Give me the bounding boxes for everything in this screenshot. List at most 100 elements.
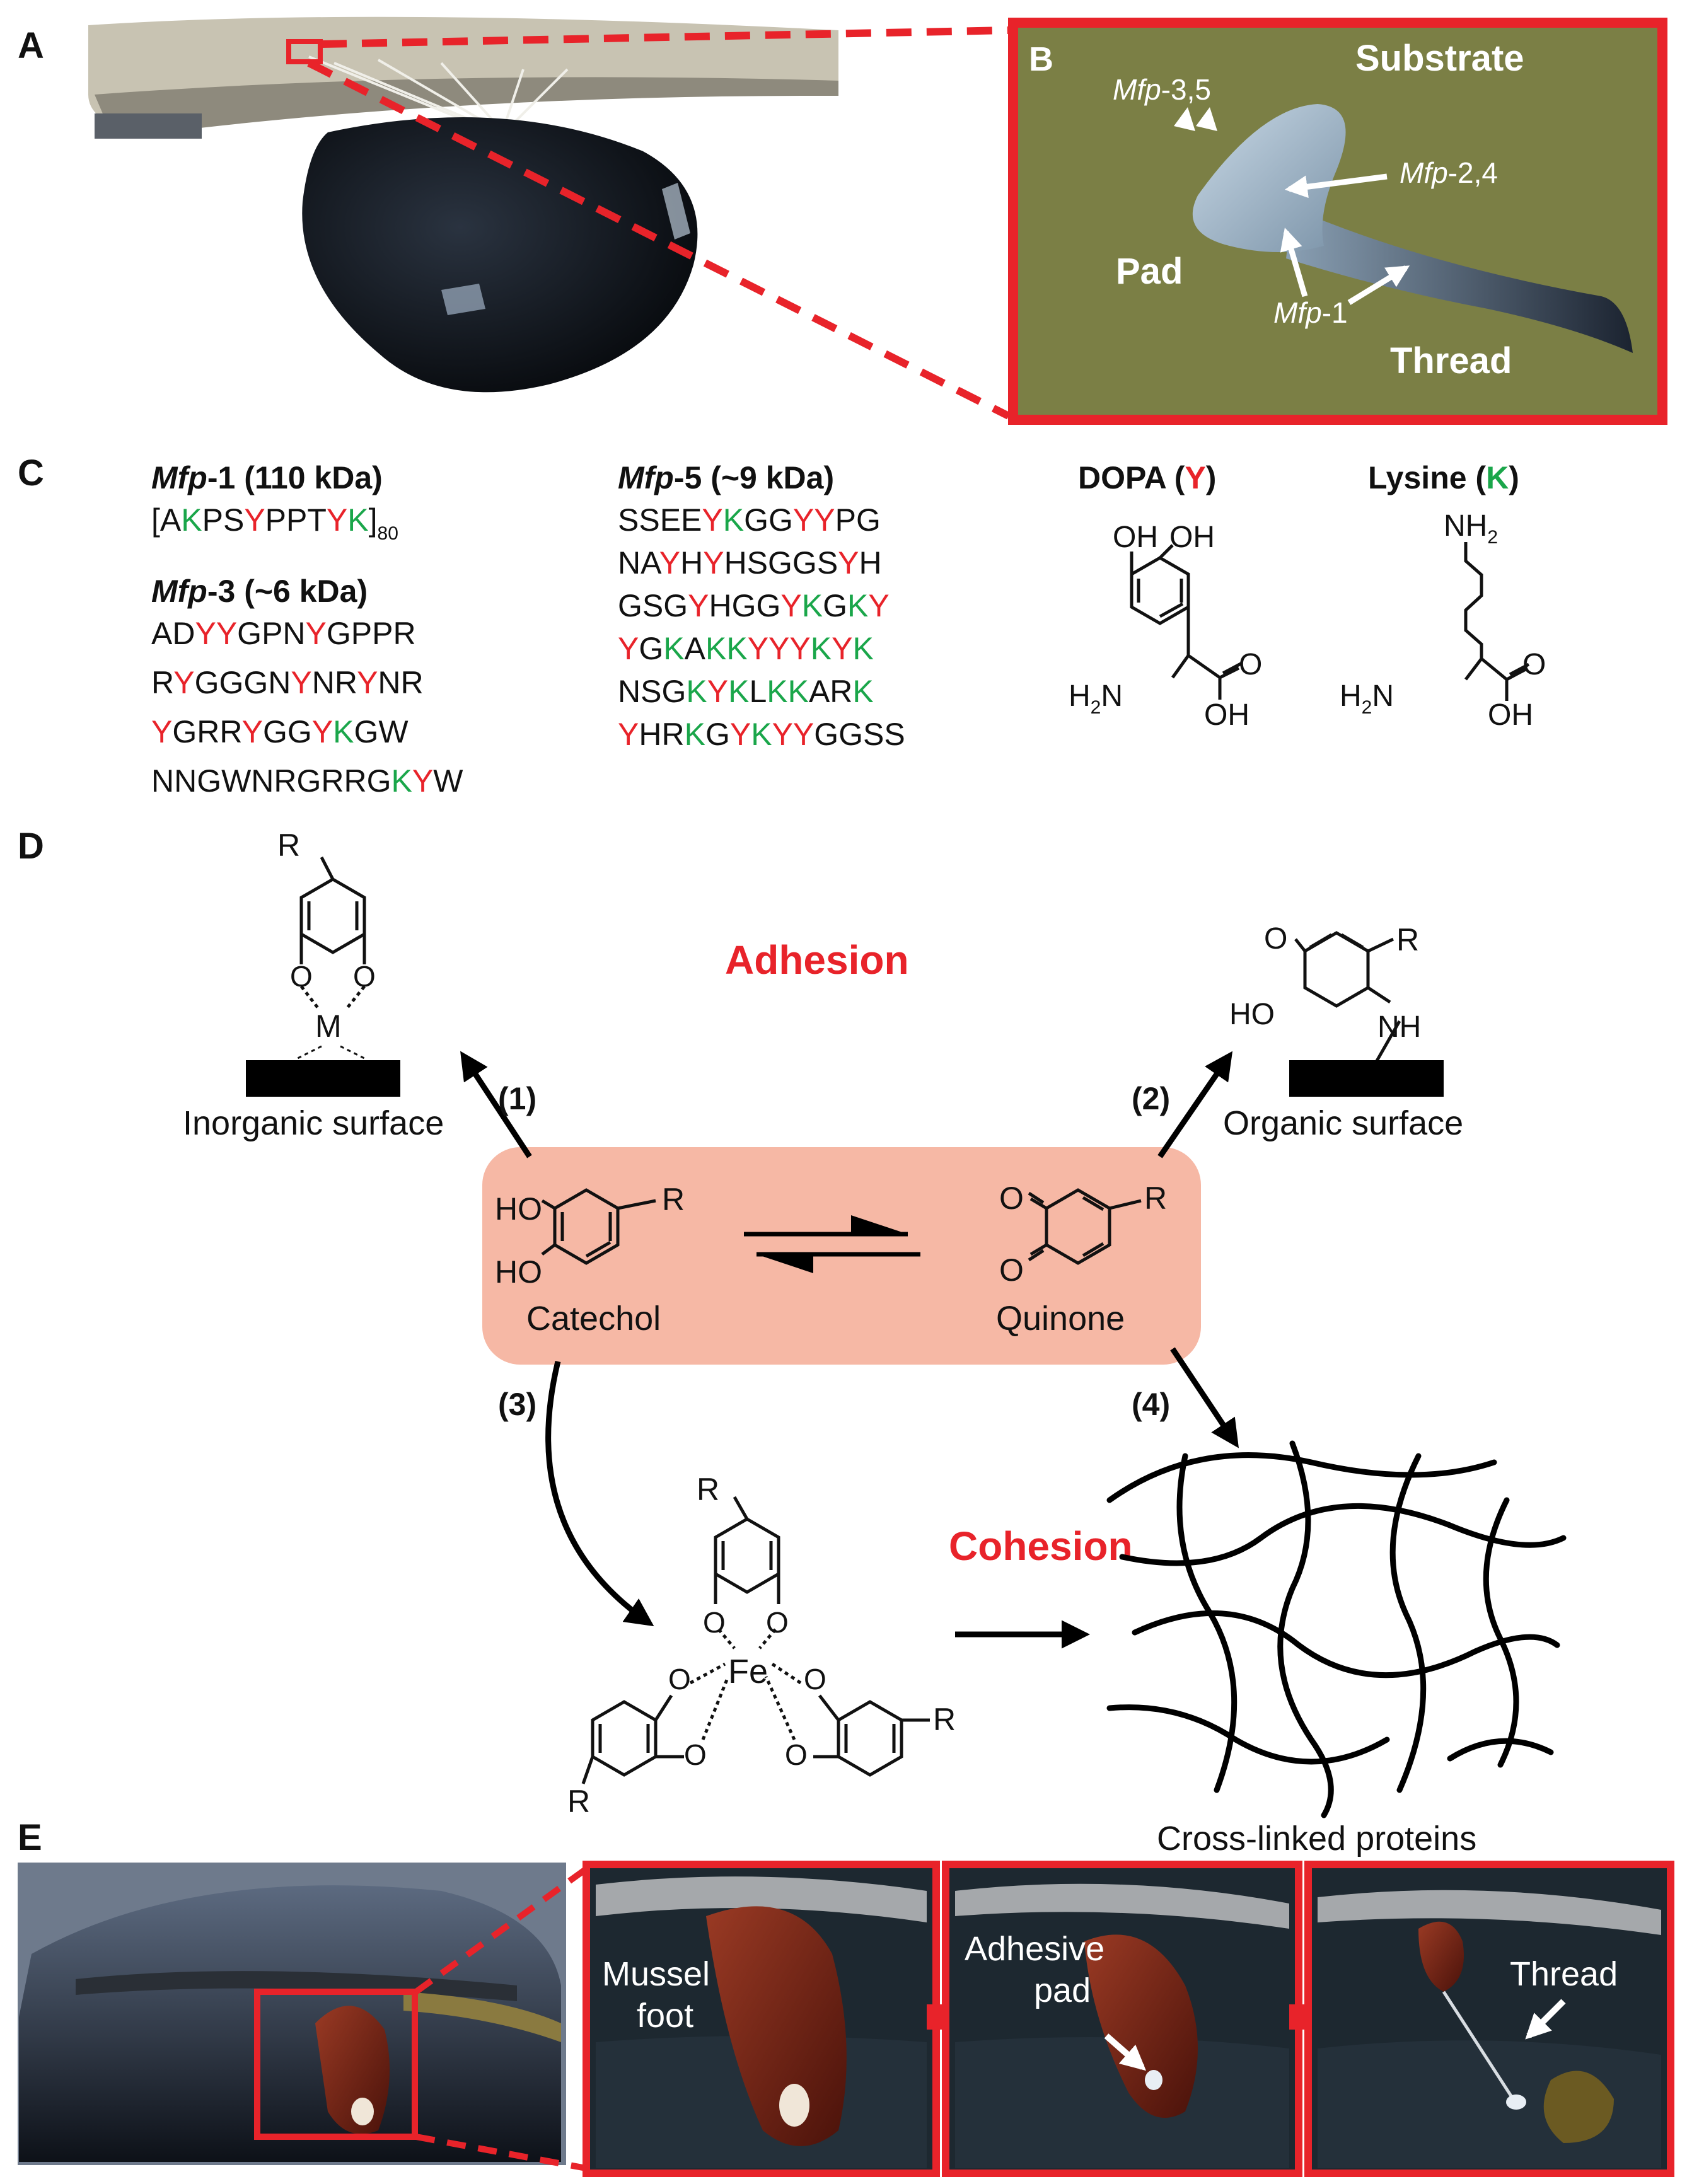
catechol-structure: [541, 1188, 656, 1265]
inorganic-complex: [296, 856, 366, 1060]
fe-o-top-left: O: [703, 1606, 726, 1639]
fe-atom: Fe: [728, 1653, 768, 1690]
zoom-line-top: [321, 26, 1009, 48]
quinone-o-1: O: [999, 1181, 1024, 1216]
adhesion-label: Adhesion: [725, 937, 909, 983]
mfp5-title: Mfp-5 (~9 kDa): [618, 460, 834, 495]
panel-a: A: [18, 16, 1011, 420]
mussel-shell: [302, 117, 698, 393]
crosslinked-network: [1106, 1440, 1567, 1818]
organic-surface-bar: [1289, 1060, 1444, 1097]
zoom-box-a: [286, 39, 323, 64]
organic-surface-label: Organic surface: [1223, 1104, 1463, 1142]
dopa-structure: [1130, 544, 1243, 700]
panel-b: B Substrate Pad Thread Mfp-3,5 Mfp-2,4 M…: [1008, 18, 1667, 425]
mfp5-sequence-row: SSEEYKGGYYPG: [618, 502, 881, 538]
thread-photo-label: Thread: [1510, 1955, 1618, 1993]
mfp3-sequence-row: ADYYGPNYGPPR: [151, 616, 416, 651]
mfp1-arrow-thread: [1347, 265, 1410, 305]
quinone-label: Quinone: [996, 1300, 1125, 1338]
lysine-amine: H2N: [1340, 679, 1394, 718]
mfp5-sequence-row: NAYHYHSGGSYH: [618, 545, 882, 581]
arrow-step-1: [460, 1051, 532, 1158]
shell-highlight-2: [662, 183, 690, 240]
inorganic-o-left: O: [290, 960, 313, 993]
mfp1-title: Mfp-1 (110 kDa): [151, 460, 383, 495]
panel-c-label: C: [18, 453, 44, 494]
organic-ho: HO: [1229, 998, 1275, 1031]
arrow-step-3: [545, 1360, 654, 1627]
dopa-oh-1: OH: [1113, 521, 1158, 554]
fe-r-left: R: [567, 1784, 590, 1819]
arrow-step-2: [1157, 1051, 1233, 1158]
byssal-threads: [308, 55, 569, 127]
shell-highlight: [441, 284, 485, 315]
mfp5-sequence-row: YHRKGYKYYGGSS: [618, 717, 905, 752]
equilibrium-arrows: [744, 1215, 920, 1273]
mfp1-arrow-up: [1280, 228, 1308, 298]
mfp3-title: Mfp-3 (~6 kDa): [151, 574, 368, 609]
inorganic-surface-label: Inorganic surface: [183, 1104, 444, 1142]
fe-r-top: R: [697, 1472, 719, 1507]
step-2-label: (2): [1132, 1081, 1170, 1116]
mfp3-sequence-row: NNGWNRGRRGKYW: [151, 763, 463, 799]
dopa-acid-oh: OH: [1204, 698, 1249, 732]
lysine-title: Lysine (K): [1368, 460, 1519, 495]
panel-d-label: D: [18, 826, 44, 867]
catechol-r: R: [662, 1182, 685, 1217]
catechol-ho-1: HO: [495, 1191, 542, 1227]
fe-o-right-1: O: [804, 1663, 826, 1696]
panel-a-label: A: [18, 25, 44, 66]
fe-r-right: R: [933, 1702, 956, 1737]
catechol-label: Catechol: [526, 1300, 661, 1338]
mfp5-sequence-row: GSGYHGGYKGKY: [618, 588, 890, 623]
lysine-acid-oh: OH: [1488, 698, 1533, 732]
cohesion-label: Cohesion: [949, 1523, 1133, 1569]
substrate-label: Substrate: [1355, 38, 1524, 79]
step-1-label: (1): [498, 1081, 536, 1116]
fe-complex: [581, 1496, 930, 1784]
mfp1-label: Mfp-1: [1273, 296, 1348, 329]
clamp: [95, 113, 202, 139]
mfp24-arrow: [1284, 173, 1388, 199]
inorganic-r: R: [277, 828, 300, 863]
mfp1-sequence: [AKPSYPPTYK]80: [151, 502, 398, 544]
dopa-carbonyl-o: O: [1239, 648, 1262, 681]
crosslinked-label: Cross-linked proteins: [1157, 1820, 1476, 1858]
inorganic-m: M: [315, 1008, 342, 1044]
organic-nh: NH: [1377, 1010, 1421, 1044]
lysine-structure: [1464, 542, 1530, 701]
mfp5-sequence-row: NSGKYKLKKARK: [618, 674, 874, 709]
organic-r: R: [1396, 922, 1419, 957]
fe-o-top-right: O: [766, 1606, 789, 1639]
lysine-carbonyl-o: O: [1522, 648, 1546, 681]
mfp35-arrow-1: [1174, 107, 1195, 131]
inorganic-o-right: O: [353, 960, 376, 993]
mfp3-sequence-row: RYGGGNYNRYNR: [151, 665, 424, 700]
panel-c: C Mfp-1 (110 kDa) [AKPSYPPTYK]80 Mfp-3 (…: [18, 453, 1546, 799]
panel-b-box: [1008, 18, 1667, 425]
inorganic-surface-bar: [246, 1060, 400, 1097]
catechol-ho-2: HO: [495, 1254, 542, 1290]
quinone-o-2: O: [999, 1252, 1024, 1288]
step-3-label: (3): [498, 1387, 536, 1422]
mfp35-label: Mfp-3,5: [1113, 73, 1211, 106]
pad-label: Pad: [1116, 251, 1183, 292]
quinone-r: R: [1144, 1181, 1167, 1216]
thread-label: Thread: [1390, 340, 1512, 381]
dopa-oh-2: OH: [1169, 521, 1215, 554]
panel-b-label: B: [1029, 40, 1053, 78]
panel-d: D Adhesion Cohesion R O O M Inorganic su…: [18, 826, 1567, 1858]
lysine-nh2: NH2: [1444, 509, 1498, 548]
thread-shape: [1286, 208, 1633, 353]
mfp5-sequence-row: YGKAKKYYYKYK: [618, 631, 874, 666]
mfp3-sequence-row: YGRRYGGYKGW: [151, 714, 409, 749]
mfp35-arrow-2: [1196, 107, 1217, 131]
fe-o-right-2: O: [785, 1738, 808, 1771]
